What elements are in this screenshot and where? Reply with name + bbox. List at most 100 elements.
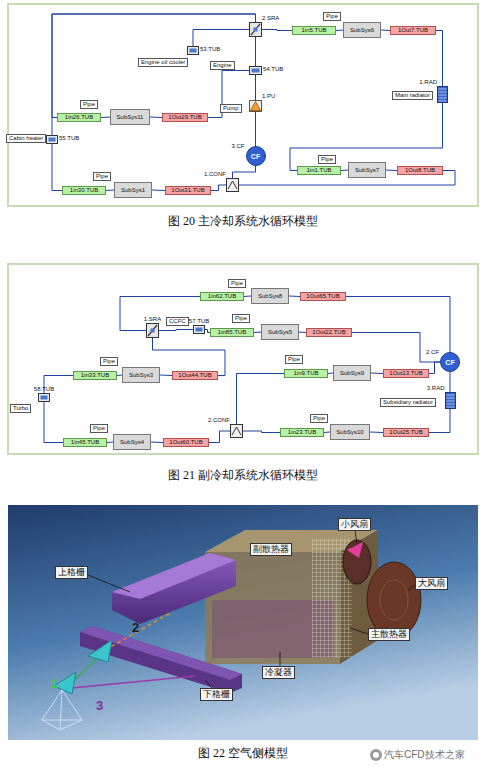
component-name: SubSys8 — [258, 293, 282, 300]
component-name: 53.TUB — [200, 46, 220, 53]
radiator-symbol-outline — [437, 86, 448, 103]
coolant-pipe — [153, 338, 226, 376]
component-name: 54.TUB — [263, 66, 283, 73]
valve-stem — [251, 24, 260, 35]
coolant-pipe — [52, 14, 256, 135]
component-name: 1in45.TUB — [71, 439, 99, 446]
component-name: 1Out13.TUB — [389, 370, 422, 377]
coolant-pipe — [244, 296, 251, 298]
radiator-symbol: 3.RAD — [445, 392, 456, 409]
tube-core — [49, 138, 56, 142]
radiator-core — [438, 87, 448, 103]
subsystem-box: SubSys10 — [330, 424, 370, 440]
pump-triangle — [251, 102, 261, 111]
tube-core — [252, 69, 260, 73]
inlet-marker — [88, 640, 112, 662]
component-name: SubSys11 — [117, 114, 144, 121]
outlet-tube-box: 1Out60.TUB — [163, 438, 209, 447]
junction-frame — [231, 425, 243, 438]
coolant-pipe — [436, 31, 443, 87]
part-name: 副散热器 — [250, 543, 292, 556]
inlet-marker — [54, 672, 76, 694]
tube-component: 53.TUB — [187, 46, 199, 55]
component-name: 1Out29.TUB — [168, 114, 201, 121]
component-name: 1in30.TUB — [70, 187, 98, 194]
coolant-pipe — [299, 332, 306, 334]
subsystem-box: SubSys11 — [110, 109, 150, 125]
tube-component-outline — [38, 393, 50, 402]
symbol-text: CF — [246, 146, 266, 166]
inlet-tube-box: 1in9.TUB — [284, 369, 328, 378]
figure-caption: 图 21 副冷却系统水循环模型 — [0, 467, 486, 484]
inlet-tube-box: 1in23.TUB — [280, 428, 324, 437]
radiator-fin — [439, 92, 447, 93]
coolant-pipe — [262, 30, 292, 31]
component-name: 2.CONF — [208, 417, 230, 424]
component-tag: Pipe — [228, 279, 246, 288]
component-name: 1Out22.TUB — [312, 329, 345, 336]
coolant-pipe — [255, 75, 256, 100]
component-tag: Pipe — [285, 355, 303, 364]
pump-symbol-outline — [249, 100, 262, 112]
pump-circle: 3.CFCF — [246, 146, 266, 166]
component-name: SubSys10 — [336, 429, 363, 436]
component-name: 3.RAD — [427, 385, 445, 392]
subsystem-box: SubSys9 — [333, 365, 371, 381]
leader-line — [350, 628, 368, 634]
valve-symbol: 2.SRA — [249, 22, 262, 37]
subsystem-box: SubSys1 — [114, 182, 152, 198]
coolant-pipe — [209, 431, 230, 443]
fan-hub — [380, 580, 408, 620]
component-name: 1.RAD — [419, 79, 437, 86]
component-tag: Pipe — [323, 12, 341, 21]
component-name: 1Out44.TUB — [178, 372, 211, 379]
component-name: 1in23.TUB — [288, 429, 316, 436]
coolant-pipe — [429, 409, 450, 433]
radiator-fin — [439, 89, 447, 90]
radiator-fin — [446, 407, 454, 408]
coolant-pipe — [152, 190, 165, 192]
tube-frame — [194, 326, 205, 334]
tube-component: 55.TUB — [46, 135, 58, 144]
coolant-pipe — [371, 373, 383, 375]
outlet-tube-box: 1Out31.TUB — [165, 186, 211, 195]
coolant-pipe — [352, 333, 440, 363]
component-name: 1Out25.TUB — [389, 429, 422, 436]
coolant-pipe — [106, 190, 114, 192]
component-name: 1.PU — [262, 93, 275, 100]
coolant-pipe — [370, 432, 383, 434]
junction-symbol: 2.CONF — [230, 424, 243, 438]
component-tag: Pipe — [318, 155, 336, 164]
inlet-tube-box: 1in85.TUB — [210, 328, 254, 337]
component-tag: Engine — [210, 61, 235, 70]
leader-line — [88, 575, 130, 592]
flow-path — [105, 612, 172, 650]
valve-symbol-outline — [146, 323, 159, 338]
tube-core — [190, 49, 197, 53]
upper-grille-top — [112, 553, 236, 599]
valve-port — [254, 28, 258, 32]
junction-symbol: 1.CONF — [226, 178, 239, 192]
tube-frame — [188, 47, 199, 55]
leader-line — [205, 680, 212, 688]
callout-number: 1 — [50, 676, 57, 691]
panel-frame — [8, 4, 478, 206]
tube-component-outline — [46, 135, 58, 144]
valve-body — [147, 324, 159, 338]
component-name: 3.CF — [231, 143, 244, 150]
component-name: 2.SRA — [262, 15, 279, 22]
component-name: SubSys6 — [350, 27, 374, 34]
coolant-pipe — [160, 375, 172, 377]
component-name: 1Out60.TUB — [169, 439, 202, 446]
coolant-pipe — [120, 297, 200, 331]
coolant-pipe — [159, 330, 193, 331]
subsystem-box: SubSys4 — [113, 434, 151, 450]
outlet-tube-box: 1Out22.TUB — [306, 328, 352, 337]
coolant-pipe — [386, 170, 397, 172]
coolant-pipe — [336, 30, 343, 32]
outlet-tube-box: 1Out13.TUB — [383, 369, 429, 378]
coolant-pipe — [290, 103, 443, 171]
coolant-pipe — [211, 185, 226, 191]
coolant-pipe — [52, 144, 62, 191]
